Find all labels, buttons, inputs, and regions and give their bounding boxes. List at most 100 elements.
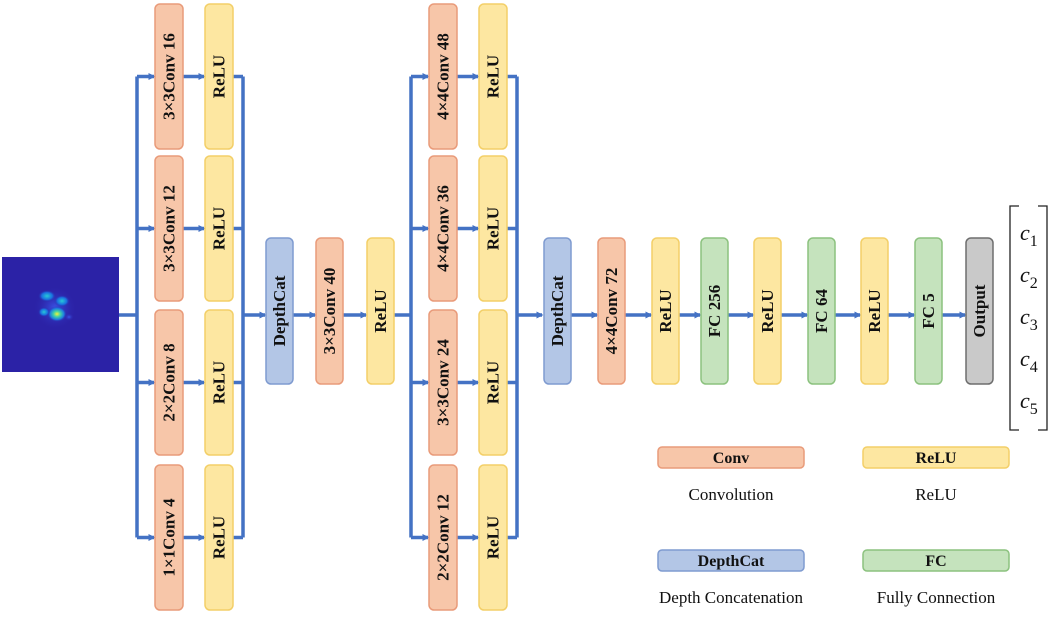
mid-relu-block: ReLU	[366, 237, 395, 385]
branch1-relu-block-box	[204, 309, 234, 456]
layer-blocks: 3×3Conv 16 ReLU 3×3Conv 12 ReLU 2×2Conv 8 ReL…	[154, 3, 994, 611]
branch1-relu-block: ReLU	[204, 464, 234, 611]
output-vector: c1 c2 c3 c4 c5	[1009, 205, 1048, 431]
output-bracket-left	[1009, 205, 1019, 431]
tail-output-block-box	[965, 237, 994, 385]
branch2-relu-block-label: ReLU	[484, 55, 503, 98]
branch1-relu-block-box	[204, 464, 234, 611]
tail-conv-block-box	[597, 237, 626, 385]
branch2-relu-block-label: ReLU	[484, 516, 503, 559]
legend-item-depthcat: DepthCat Depth Concatenation	[657, 549, 805, 607]
branch1-conv-block-box	[154, 309, 184, 456]
branch2-relu-block-box	[478, 464, 508, 611]
branch2-conv-block-box	[428, 309, 458, 456]
tail-fc-block: FC 256	[700, 237, 729, 385]
tail-relu-block: ReLU	[651, 237, 680, 385]
branch1-conv-block-label: 2×2Conv 8	[160, 343, 179, 421]
legend-description: Fully Connection	[877, 588, 996, 607]
branch1-conv-block-label: 1×1Conv 4	[160, 498, 179, 577]
legend-swatch-relu	[862, 446, 1010, 469]
legend-swatch-label: Conv	[713, 450, 749, 467]
input-image-spot	[47, 306, 67, 322]
branch2-conv-block-label: 4×4Conv 36	[434, 185, 453, 272]
tail-fc-block-label: FC 256	[705, 285, 724, 337]
branch2-relu-block-label: ReLU	[484, 361, 503, 404]
branch2-conv-block: 2×2Conv 12	[428, 464, 458, 611]
branch2-relu-block-box	[478, 155, 508, 302]
input-image	[2, 257, 119, 372]
tail-relu-block-label: ReLU	[758, 289, 777, 332]
legend-swatch-depthcat	[657, 549, 805, 572]
branch1-conv-block-label: 3×3Conv 16	[160, 33, 179, 120]
branch1-relu-block-label: ReLU	[210, 55, 229, 98]
branch2-relu-block-box	[478, 3, 508, 150]
tail-depthcat-block-box	[543, 237, 572, 385]
branch2-conv-block-box	[428, 155, 458, 302]
tail-relu-block: ReLU	[753, 237, 782, 385]
branch1-conv-block: 1×1Conv 4	[154, 464, 184, 611]
legend-description: ReLU	[915, 485, 957, 504]
depthcat-block-box	[265, 237, 294, 385]
tail-conv-block-label: 4×4Conv 72	[602, 268, 621, 355]
branch1-conv-block: 2×2Conv 8	[154, 309, 184, 456]
input-image-spot	[64, 313, 74, 321]
input-image-spot	[38, 307, 50, 317]
legend-swatch-label: ReLU	[916, 450, 957, 467]
branch1-conv-block-box	[154, 155, 184, 302]
branch2-conv-block: 4×4Conv 36	[428, 155, 458, 302]
branch2-relu-block-box	[478, 309, 508, 456]
legend-swatch-conv	[657, 446, 805, 469]
mid-conv-block-label: 3×3Conv 40	[320, 268, 339, 355]
legend-description: Depth Concatenation	[659, 588, 803, 607]
legend-item-relu: ReLU ReLU	[862, 446, 1010, 504]
branch2-conv-block-box	[428, 3, 458, 150]
tail-relu-block-box	[753, 237, 782, 385]
depthcat-block-label: DepthCat	[270, 275, 289, 346]
tail-fc-block: FC 64	[807, 237, 836, 385]
branch2-relu-block: ReLU	[478, 3, 508, 150]
legend: Conv Convolution ReLU ReLU DepthCat Dept…	[657, 446, 1010, 607]
branch2-conv-block-label: 2×2Conv 12	[434, 494, 453, 581]
branch1-relu-block: ReLU	[204, 3, 234, 150]
tail-output-block: Output	[965, 237, 994, 385]
branch2-relu-block-label: ReLU	[484, 207, 503, 250]
branch1-relu-block: ReLU	[204, 155, 234, 302]
branch2-conv-block: 3×3Conv 24	[428, 309, 458, 456]
tail-conv-block: 4×4Conv 72	[597, 237, 626, 385]
tail-fc-block-box	[807, 237, 836, 385]
output-bracket-right	[1038, 205, 1048, 431]
branch1-conv-block-box	[154, 464, 184, 611]
legend-swatch-fc	[862, 549, 1010, 572]
tail-relu-block-box	[651, 237, 680, 385]
branch1-relu-block-box	[204, 155, 234, 302]
input-image-spot	[38, 290, 56, 302]
mid-relu-block-box	[366, 237, 395, 385]
legend-swatch-label: DepthCat	[698, 553, 765, 570]
mid-relu-block-label: ReLU	[371, 289, 390, 332]
branch2-conv-block-box	[428, 464, 458, 611]
branch1-relu-block-label: ReLU	[210, 516, 229, 559]
tail-relu-block-box	[860, 237, 889, 385]
output-coefficient: c2	[1020, 262, 1038, 292]
branch2-relu-block: ReLU	[478, 309, 508, 456]
tail-relu-block: ReLU	[860, 237, 889, 385]
tail-depthcat-block-label: DepthCat	[548, 275, 567, 346]
output-coefficient: c4	[1020, 346, 1038, 376]
tail-fc-block-box	[914, 237, 943, 385]
output-coefficient: c5	[1020, 388, 1038, 418]
tail-fc-block-label: FC 5	[919, 293, 938, 328]
mid-conv-block-box	[315, 237, 344, 385]
legend-item-conv: Conv Convolution	[657, 446, 805, 504]
tail-relu-block-label: ReLU	[656, 289, 675, 332]
connector-lines	[119, 74, 519, 540]
tail-fc-block-box	[700, 237, 729, 385]
branch1-relu-block-label: ReLU	[210, 207, 229, 250]
tail-output-block-label: Output	[970, 284, 989, 337]
branch1-conv-block: 3×3Conv 12	[154, 155, 184, 302]
branch1-conv-block-box	[154, 3, 184, 150]
tail-fc-block-label: FC 64	[812, 289, 831, 333]
branch2-conv-block-label: 3×3Conv 24	[434, 339, 453, 426]
mid-conv-block: 3×3Conv 40	[315, 237, 344, 385]
